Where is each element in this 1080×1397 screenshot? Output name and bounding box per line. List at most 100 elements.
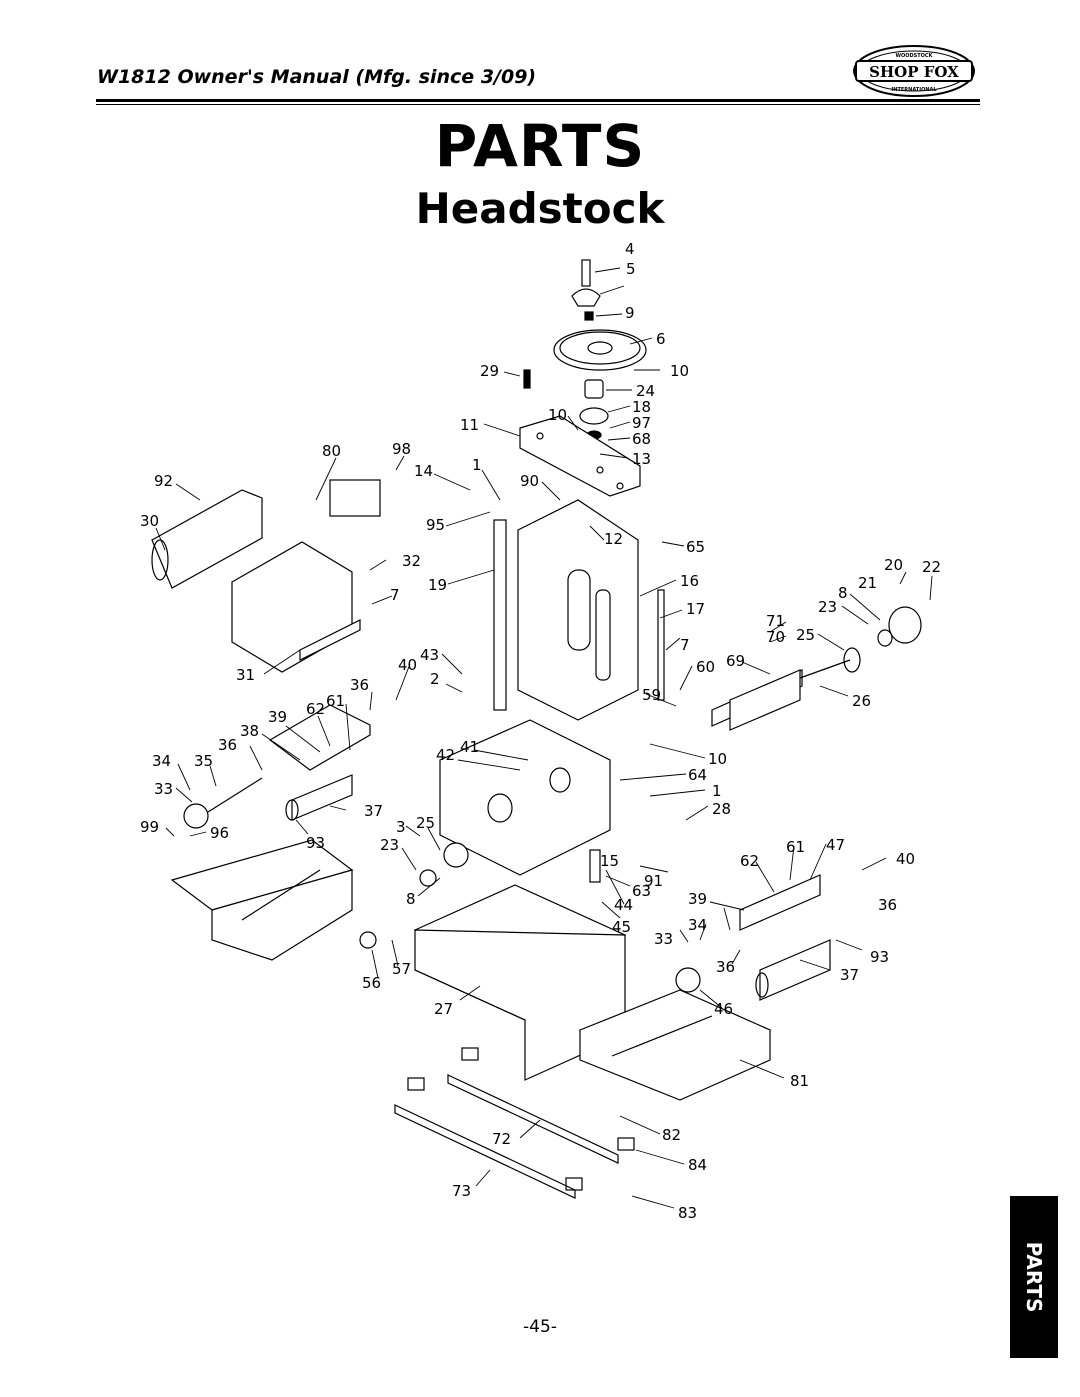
column-frame: [493, 499, 665, 721]
callout-39: 39: [268, 708, 287, 726]
callout-56: 56: [362, 974, 381, 992]
callout-8: 8: [838, 584, 848, 602]
callout-34: 34: [688, 916, 707, 934]
callout-81: 81: [790, 1072, 809, 1090]
callout-64: 64: [688, 766, 707, 784]
extension-table-left: [170, 839, 354, 961]
callout-24: 24: [636, 382, 655, 400]
callout-11: 11: [460, 416, 479, 434]
callout-37: 37: [364, 802, 383, 820]
callout-labels: 4 5 9 6 29 10 24 18 10 11 97 68 80 98 13…: [140, 240, 941, 1222]
leader-lines: [155, 267, 933, 1209]
callout-47: 47: [826, 836, 845, 854]
callout-13: 13: [632, 450, 651, 468]
callout-46: 46: [714, 1000, 733, 1018]
callout-43: 43: [420, 646, 439, 664]
callout-5: 5: [626, 260, 636, 278]
headstock-exploded-diagram: 4 5 9 6 29 10 24 18 10 11 97 68 80 98 13…: [140, 240, 941, 1222]
callout-69: 69: [726, 652, 745, 670]
callout-62: 62: [306, 700, 325, 718]
callout-82: 82: [662, 1126, 681, 1144]
callout-33: 33: [154, 780, 173, 798]
callout-35: 35: [194, 752, 213, 770]
callout-1: 1: [472, 456, 482, 474]
callout-36: 36: [350, 676, 369, 694]
callout-28: 28: [712, 800, 731, 818]
callout-30: 30: [140, 512, 159, 530]
callout-6: 6: [656, 330, 666, 348]
callout-34: 34: [152, 752, 171, 770]
callout-22: 22: [922, 558, 941, 576]
callout-29: 29: [480, 362, 499, 380]
callout-3: 3: [396, 818, 406, 836]
shop-fox-logo: SHOP FOX WOODSTOCK INTERNATIONAL: [853, 45, 975, 97]
section-tab-label: PARTS: [1022, 1241, 1046, 1313]
callout-26: 26: [852, 692, 871, 710]
callout-39: 39: [688, 890, 707, 908]
callout-23: 23: [380, 836, 399, 854]
callout-21: 21: [858, 574, 877, 592]
callout-65: 65: [686, 538, 705, 556]
callout-99: 99: [140, 818, 159, 836]
section-tab: PARTS: [1010, 1196, 1058, 1358]
callout-93: 93: [306, 834, 325, 852]
callout-33: 33: [654, 930, 673, 948]
callout-17: 17: [686, 600, 705, 618]
header-rule: [96, 99, 980, 102]
callout-68: 68: [632, 430, 651, 448]
callout-7: 7: [680, 636, 690, 654]
callout-1: 1: [712, 782, 722, 800]
main-table: [359, 884, 627, 1081]
callout-70: 70: [766, 628, 785, 646]
callout-44: 44: [614, 896, 633, 914]
callout-14: 14: [414, 462, 433, 480]
callout-12: 12: [604, 530, 623, 548]
callout-7: 7: [390, 586, 400, 604]
callout-40: 40: [398, 656, 417, 674]
page-title: PARTS: [434, 112, 646, 180]
feed-roller-right: [675, 874, 831, 1001]
callout-42: 42: [436, 746, 455, 764]
table-rails: [394, 1047, 635, 1199]
callout-61: 61: [326, 692, 345, 710]
callout-25: 25: [796, 626, 815, 644]
logo-ring-top: WOODSTOCK: [896, 53, 934, 59]
callout-36: 36: [716, 958, 735, 976]
callout-95: 95: [426, 516, 445, 534]
callout-19: 19: [428, 576, 447, 594]
callout-59: 59: [642, 686, 661, 704]
cutterhead: [711, 606, 922, 731]
callout-9: 9: [625, 304, 635, 322]
callout-32: 32: [402, 552, 421, 570]
callout-25: 25: [416, 814, 435, 832]
callout-36: 36: [218, 736, 237, 754]
callout-97: 97: [632, 414, 651, 432]
header-rule-thin: [96, 104, 980, 105]
callout-45: 45: [612, 918, 631, 936]
callout-57: 57: [392, 960, 411, 978]
manual-title: W1812 Owner's Manual (Mfg. since 3/09): [97, 66, 537, 88]
dust-hood: [151, 479, 381, 673]
callout-60: 60: [696, 658, 715, 676]
section-title: Headstock: [415, 184, 665, 233]
callout-10: 10: [670, 362, 689, 380]
callout-84: 84: [688, 1156, 707, 1174]
callout-10: 10: [708, 750, 727, 768]
callout-80: 80: [322, 442, 341, 460]
callout-8: 8: [406, 890, 416, 908]
callout-10: 10: [548, 406, 567, 424]
callout-18: 18: [632, 398, 651, 416]
callout-41: 41: [460, 738, 479, 756]
extension-table-right: [578, 989, 772, 1101]
callout-92: 92: [154, 472, 173, 490]
callout-16: 16: [680, 572, 699, 590]
callout-71: 71: [766, 612, 785, 630]
callout-38: 38: [240, 722, 259, 740]
feed-roller-left: [183, 704, 371, 829]
callout-61: 61: [786, 838, 805, 856]
callout-36: 36: [878, 896, 897, 914]
callout-4: 4: [625, 240, 635, 258]
handwheel-assembly: [523, 259, 647, 440]
callout-72: 72: [492, 1130, 511, 1148]
callout-20: 20: [884, 556, 903, 574]
